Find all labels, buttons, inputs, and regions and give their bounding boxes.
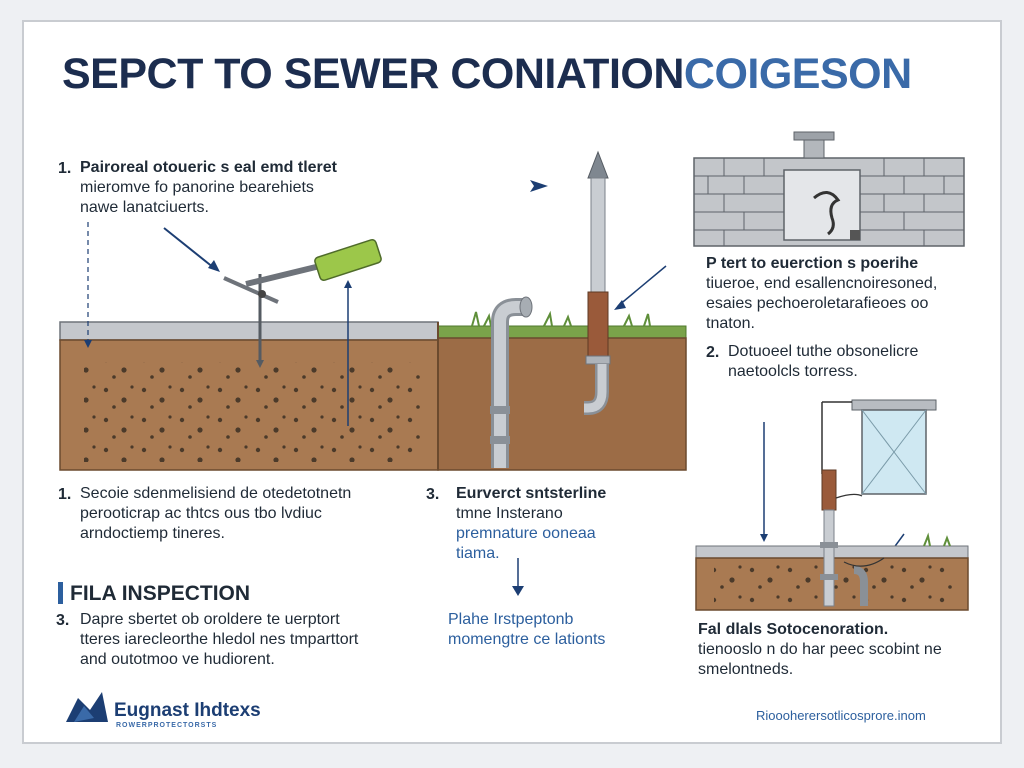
plane-inspection-text: Plahe Irstpeptonb momengtre ce lationts — [448, 611, 606, 648]
diagram-frame: SEPCT TO SEWER CONIATIONCOIGESON — [22, 20, 1002, 744]
step-2-text: Secoie sdenmelisiend de otedetotnetn per… — [80, 485, 352, 542]
inspection-box — [821, 399, 937, 495]
brand-tagline: ROWERPROTECTORSTS — [116, 722, 218, 729]
page-title: SEPCT TO SEWER CONIATIONCOIGESON — [62, 50, 912, 99]
middle-soil-section — [437, 310, 687, 471]
vent-riser — [584, 150, 611, 415]
brick-wall — [693, 131, 965, 247]
inspection-text: Dapre sbertet ob oroldere te uerptort tt… — [80, 611, 359, 668]
right-soil-section — [695, 469, 969, 611]
footer-url[interactable]: Rioooherersotlicosprore.inom — [756, 708, 926, 723]
step-3-text: Eurverct sntsterline tmne Insterano prem… — [456, 485, 607, 562]
final-step-text: Fal dlals Sotocenoration. tienooslo n do… — [698, 621, 942, 678]
section-accent-bar — [58, 582, 63, 604]
probe-tool — [223, 238, 382, 368]
step-1-number: 1. — [58, 160, 72, 177]
step-2-number: 1. — [58, 486, 72, 503]
title-accent: COIGESON — [683, 50, 912, 98]
step-5-text: Dotuoeel tuthe obsonelicre naetoolcls to… — [728, 343, 919, 380]
step-3-number: 3. — [426, 486, 440, 503]
step-1-text: Pairoreal otoueric s eal emd tleret mier… — [80, 159, 337, 216]
left-soil-section — [59, 321, 439, 471]
sewer-pipe — [490, 296, 533, 468]
step-5-number: 2. — [706, 344, 720, 361]
callout-arrows — [84, 180, 905, 596]
illustration — [59, 131, 969, 722]
brand-logo-icon — [66, 692, 108, 722]
title-main: SEPCT TO SEWER CONIATION — [62, 50, 684, 98]
inspection-heading: FILA INSPECTION — [70, 582, 251, 605]
inspection-number: 3. — [56, 612, 70, 629]
brand-name: Eugnast Ihdtexs — [114, 700, 261, 721]
step-4-text: P tert to euerction s poerihe tiueroe, e… — [706, 255, 938, 332]
